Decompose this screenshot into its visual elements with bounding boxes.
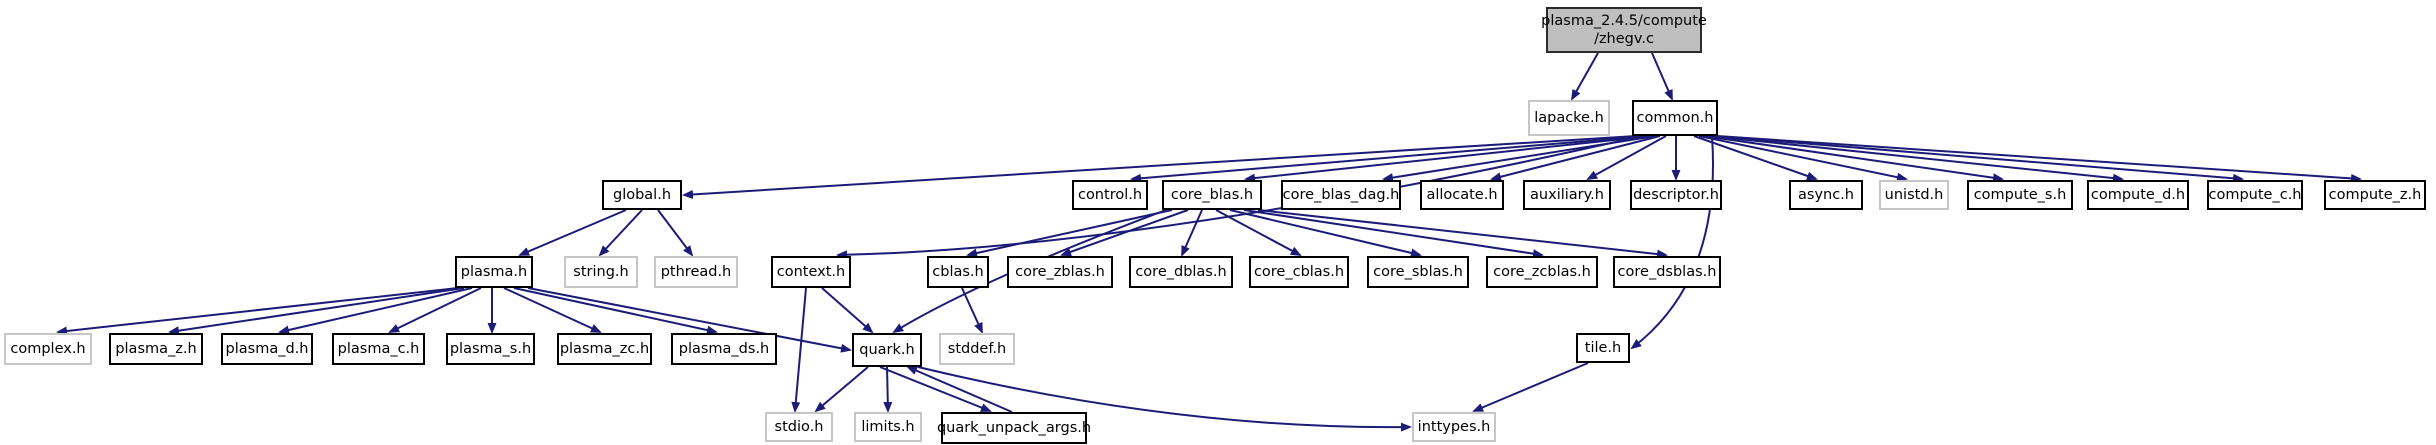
graph-node-cblas[interactable]: cblas.h: [927, 256, 989, 288]
edge-common-to-unistd: [1698, 135, 1908, 182]
edge-quark-to-limits: [883, 366, 893, 413]
edge-common-to-auxiliary: [1586, 135, 1667, 180]
graph-node-tile[interactable]: tile.h: [1576, 333, 1630, 363]
edge-core_blas-to-core_zblas: [1060, 209, 1189, 257]
graph-node-stddef[interactable]: stddef.h: [939, 333, 1015, 365]
edge-common-to-core_blas_dag: [1382, 135, 1657, 183]
edge-common-to-allocate: [1490, 135, 1661, 182]
edge-global-to-pthread: [657, 209, 694, 257]
edge-global-to-string: [598, 209, 643, 257]
edge-plasma-to-plasma_c: [388, 287, 482, 333]
edge-common-to-compute_z: [1716, 135, 2362, 183]
edge-plasma-to-plasma_d: [278, 287, 473, 335]
graph-node-plasma_z[interactable]: plasma_z.h: [109, 333, 203, 365]
edge-tile-to-inttypes: [1472, 362, 1589, 412]
edge-plasma-to-plasma_zc: [503, 287, 602, 333]
graph-node-auxiliary[interactable]: auxiliary.h: [1523, 180, 1611, 210]
edge-common-to-context: [836, 135, 1643, 260]
edge-quark-to-stdio: [814, 366, 869, 413]
graph-node-plasma_d[interactable]: plasma_d.h: [221, 333, 313, 365]
graph-node-limits[interactable]: limits.h: [854, 412, 922, 442]
graph-node-allocate[interactable]: allocate.h: [1420, 180, 1504, 210]
edge-context-to-stdio: [791, 287, 807, 413]
graph-node-core_blas_dag[interactable]: core_blas_dag.h: [1281, 180, 1401, 210]
edge-common-to-async: [1693, 135, 1818, 181]
edge-context-to-quark: [821, 287, 874, 334]
graph-root-node-zhegv: plasma_2.4.5/compute /zhegv.c: [1541, 7, 1707, 53]
edge-core_blas-to-core_cblas: [1215, 209, 1302, 256]
edge-plasma-to-plasma_ds: [513, 287, 718, 335]
edge-common-to-global: [682, 135, 1637, 199]
graph-node-unistd[interactable]: unistd.h: [1879, 180, 1949, 210]
graph-node-global[interactable]: global.h: [602, 180, 682, 210]
graph-node-quark_unpack_args[interactable]: quark_unpack_args.h: [937, 412, 1091, 444]
graph-node-compute_d[interactable]: compute_d.h: [2087, 180, 2189, 210]
edge-quark-to-inttypes: [917, 366, 1412, 432]
edge-global-to-plasma: [518, 209, 627, 256]
edge-plasma-to-plasma_z: [168, 287, 465, 336]
edge-common-to-tile: [1630, 135, 1714, 350]
graph-node-string[interactable]: string.h: [564, 256, 638, 288]
edge-plasma-to-complex: [56, 287, 459, 336]
graph-node-plasma[interactable]: plasma.h: [455, 256, 533, 288]
graph-node-descriptor[interactable]: descriptor.h: [1630, 180, 1722, 210]
edge-common-to-core_blas: [1244, 135, 1653, 183]
graph-node-inttypes[interactable]: inttypes.h: [1412, 412, 1496, 442]
graph-node-pthread[interactable]: pthread.h: [654, 256, 738, 288]
edge-core_blas-to-core_zcblas: [1243, 209, 1544, 259]
edge-common-to-compute_d: [1708, 135, 2124, 183]
edge-common-to-compute_s: [1703, 135, 2004, 183]
edge-core_blas-to-core_dsblas: [1257, 209, 1668, 259]
edge-quark-to-quark_unpack_args: [879, 366, 992, 412]
graph-node-control[interactable]: control.h: [1072, 180, 1148, 210]
graph-node-core_dsblas[interactable]: core_dsblas.h: [1613, 256, 1721, 288]
graph-node-compute_s[interactable]: compute_s.h: [1967, 180, 2073, 210]
graph-node-core_blas[interactable]: core_blas.h: [1162, 180, 1262, 210]
graph-node-stdio[interactable]: stdio.h: [765, 412, 833, 442]
graph-node-context[interactable]: context.h: [771, 256, 851, 288]
graph-node-compute_z[interactable]: compute_z.h: [2324, 180, 2426, 210]
graph-node-plasma_s[interactable]: plasma_s.h: [446, 333, 535, 365]
graph-node-compute_c[interactable]: compute_c.h: [2207, 180, 2303, 210]
graph-node-lapacke[interactable]: lapacke.h: [1528, 100, 1610, 136]
edge-zhegv-to-lapacke: [1571, 52, 1599, 101]
graph-node-plasma_c[interactable]: plasma_c.h: [332, 333, 425, 365]
graph-node-plasma_zc[interactable]: plasma_zc.h: [557, 333, 652, 365]
graph-node-quark[interactable]: quark.h: [852, 333, 922, 367]
edge-zhegv-to-common: [1651, 52, 1673, 101]
edge-core_blas-to-core_sblas: [1229, 209, 1422, 258]
edge-core_blas-to-core_dblas: [1181, 209, 1203, 257]
graph-node-core_zcblas[interactable]: core_zcblas.h: [1486, 256, 1598, 288]
graph-node-common[interactable]: common.h: [1632, 100, 1718, 136]
edge-cblas-to-stddef: [961, 287, 983, 334]
edge-plasma-to-quark: [527, 287, 852, 353]
graph-node-plasma_ds[interactable]: plasma_ds.h: [671, 333, 777, 365]
graph-node-core_dblas[interactable]: core_dblas.h: [1129, 256, 1233, 288]
edge-core_blas-to-cblas: [966, 209, 1173, 258]
edge-core_blas-to-quark: [892, 209, 1167, 334]
graph-node-async[interactable]: async.h: [1789, 180, 1863, 210]
edge-quark_unpack_args-to-quark: [906, 366, 1013, 413]
graph-node-complex[interactable]: complex.h: [4, 333, 92, 365]
graph-node-core_sblas[interactable]: core_sblas.h: [1367, 256, 1469, 288]
graph-node-core_zblas[interactable]: core_zblas.h: [1007, 256, 1113, 288]
graph-node-core_cblas[interactable]: core_cblas.h: [1249, 256, 1349, 288]
edge-common-to-compute_c: [1712, 135, 2244, 183]
edge-common-to-control: [1130, 135, 1649, 183]
